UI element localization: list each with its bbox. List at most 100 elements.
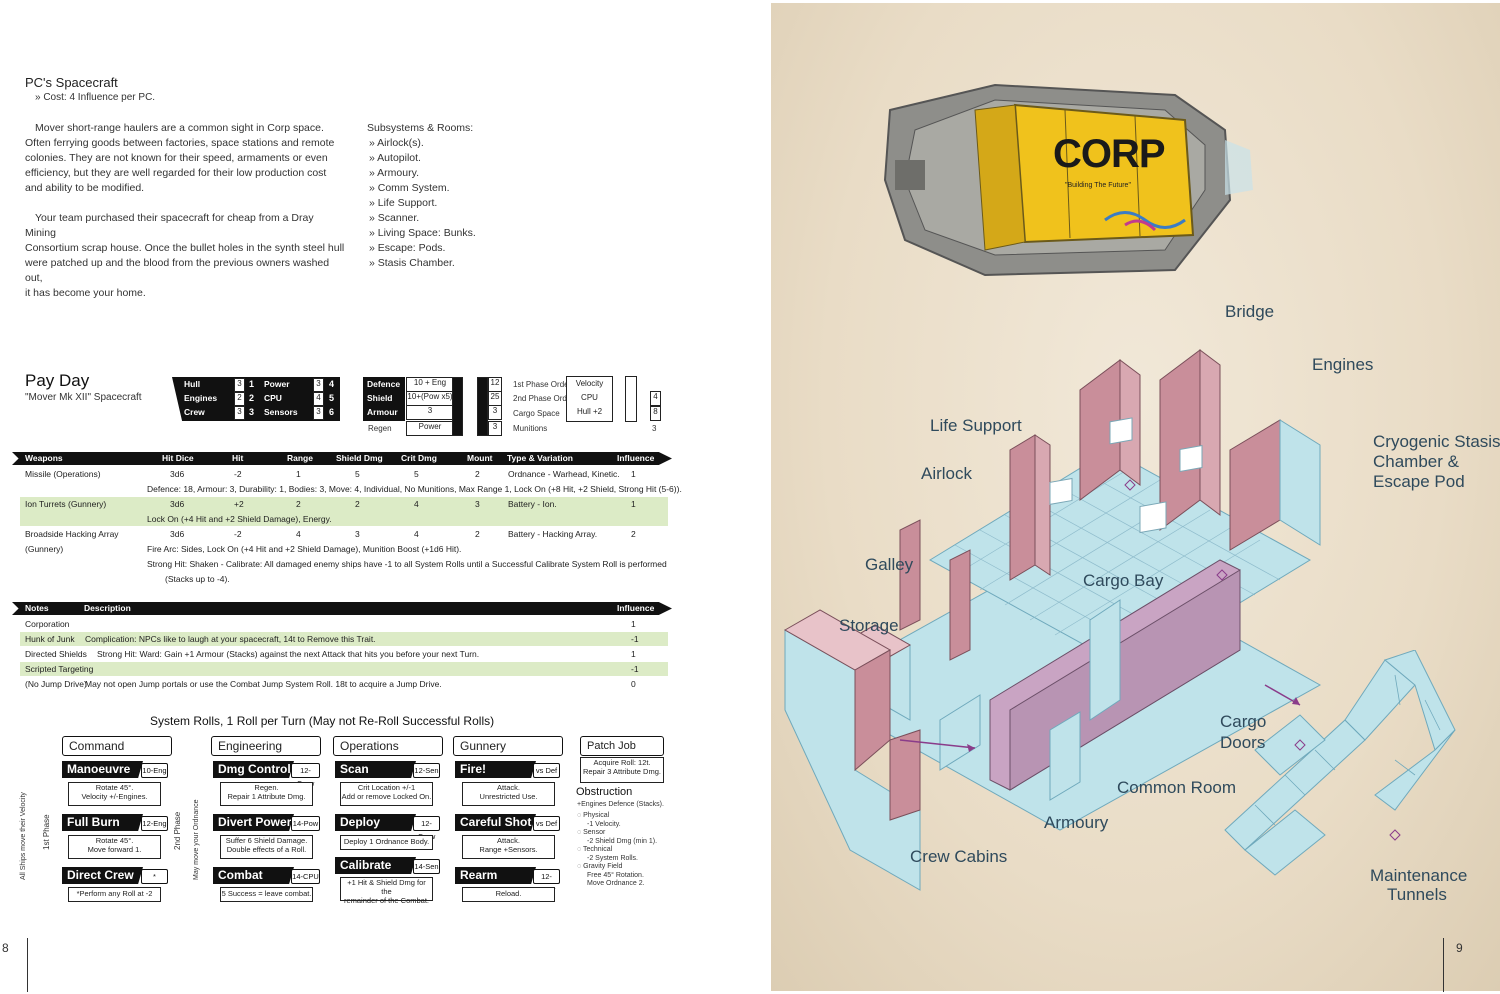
tab-engineering[interactable]: Engineering xyxy=(211,736,321,756)
fire-action[interactable]: Fire! xyxy=(455,761,536,778)
patch-job-description: Acquire Roll: 12t. Repair 3 Attribute Dm… xyxy=(580,757,664,783)
deploy-action[interactable]: Deploy xyxy=(335,814,416,831)
weapon-note: Defence: 18, Armour: 3, Durability: 1, B… xyxy=(147,484,682,494)
weapon-cell: 2 xyxy=(475,469,480,479)
para1-line: Mover short-range haulers are a common s… xyxy=(35,122,324,134)
tab-command[interactable]: Command xyxy=(62,736,172,756)
full-burn-action[interactable]: Full Burn xyxy=(62,814,143,831)
action-description: +1 Hit & Shield Dmg for the remainder of… xyxy=(340,877,433,905)
para1-line: Often ferrying goods between factories, … xyxy=(25,137,335,149)
spacecraft-illustration xyxy=(883,83,1253,277)
divert-power-action[interactable]: Divert Power xyxy=(213,814,294,831)
desc-line: remainder of the Combat. xyxy=(343,896,430,905)
col-header: Notes xyxy=(25,603,49,613)
desc-line: Regen. xyxy=(254,783,279,792)
direct-crew-action[interactable]: Direct Crew xyxy=(62,867,143,884)
order-formula: Hull +2 xyxy=(576,407,603,416)
weapon-cell: 3d6 xyxy=(170,529,185,539)
label-cargo: Cargo xyxy=(1220,712,1267,731)
rearm-action[interactable]: Rearm xyxy=(455,867,536,884)
patch-job-button[interactable]: Patch Job xyxy=(580,736,664,756)
obstruction-title: Obstruction xyxy=(576,786,633,798)
side-label: All Ships move their Velocity xyxy=(20,792,27,880)
desc-line: Range +Sensors. xyxy=(479,845,538,854)
desc-line: Move forward 1. xyxy=(87,845,142,854)
order-label: 2nd Phase Order xyxy=(513,394,574,403)
stat-label: Hull xyxy=(184,379,201,389)
stat-value: 3 xyxy=(313,406,324,420)
manoeuvre-action[interactable]: Manoeuvre xyxy=(62,761,143,778)
side-label: May move your Ordnance xyxy=(193,799,200,880)
col-header: Description xyxy=(84,603,131,613)
weapon-cell: Ion Turrets (Gunnery) xyxy=(25,499,107,509)
stat-label: Power xyxy=(264,379,290,389)
label-escape-pod: Escape Pod xyxy=(1373,472,1465,491)
col-header: Influence xyxy=(617,453,655,463)
weapon-cell: Battery - Hacking Array. xyxy=(508,529,598,539)
careful-shot-action[interactable]: Careful Shot xyxy=(455,814,536,831)
stat-index: 3 xyxy=(249,407,255,417)
side-label: 1st Phase xyxy=(42,814,51,850)
roll-target: 12-Crew xyxy=(291,763,320,788)
note-influence: 0 xyxy=(631,679,636,689)
action-description: Rotate 45°. Move forward 1. xyxy=(68,835,161,859)
defence-formula: 10 + Eng xyxy=(406,377,454,392)
stat-label: Sensors xyxy=(264,407,298,417)
cost-line: » Cost: 4 Influence per PC. xyxy=(35,92,156,103)
dmg-control-action[interactable]: Dmg Control xyxy=(213,761,294,778)
note-desc: Strong Hit: Ward: Gain +1 Armour (Stacks… xyxy=(97,649,480,659)
label-bridge: Bridge xyxy=(1225,302,1275,321)
subsystem-item: » Stasis Chamber. xyxy=(369,257,455,269)
scan-action[interactable]: Scan xyxy=(335,761,416,778)
pin-icon: ◌ xyxy=(577,829,584,836)
defence-formula: 10+(Pow x5) xyxy=(406,391,454,406)
weapon-cell: +2 xyxy=(234,499,244,509)
weapon-cell: -2 xyxy=(234,529,242,539)
para2-line: Consortium scrap house. Once the bullet … xyxy=(25,242,345,254)
subsystems-title: Subsystems & Rooms: xyxy=(367,122,474,134)
stat-value: 3 xyxy=(313,378,324,392)
subsystem-item: » Scanner. xyxy=(369,212,420,224)
tab-gunnery[interactable]: Gunnery xyxy=(453,736,563,756)
subsystem-item: » Escape: Pods. xyxy=(369,242,446,254)
col-header: Crit Dmg xyxy=(401,453,437,463)
obstruction-item: Gravity Field xyxy=(583,863,623,870)
obstruction-effect: Move Ordnance 2. xyxy=(587,880,645,887)
weapon-cell: 2 xyxy=(296,499,301,509)
stat-label: Crew xyxy=(184,407,205,417)
roll-target: 14-CPU xyxy=(291,869,320,884)
subsystem-item: » Comm System. xyxy=(369,182,450,194)
para1-line: colonies. They are not known for their s… xyxy=(25,152,328,164)
stat-index: 6 xyxy=(329,407,335,417)
order-label: Munitions xyxy=(513,424,548,433)
stat-index: 5 xyxy=(329,393,335,403)
note-influence: 1 xyxy=(631,649,636,659)
weapon-cell: 1 xyxy=(296,469,301,479)
defence-formula: Power xyxy=(406,421,454,436)
action-description: Reload. xyxy=(462,887,555,902)
action-description: *Perform any Roll at -2 xyxy=(68,887,161,902)
desc-line: Rotate 45°. xyxy=(95,836,134,845)
tab-operations[interactable]: Operations xyxy=(333,736,443,756)
roll-target: vs Def xyxy=(533,816,560,831)
obstruction-effect: Free 45° Rotation. xyxy=(587,871,644,879)
defence-label: Defence xyxy=(367,379,401,389)
calibrate-action[interactable]: Calibrate xyxy=(335,857,416,874)
para2-line: were patched up and the blood from the p… xyxy=(25,257,330,284)
stat-index: 1 xyxy=(249,379,255,389)
action-description: Suffer 6 Shield Damage. Double effects o… xyxy=(220,835,313,859)
stat-block-attributes: Hull Engines Crew Power CPU Sensors xyxy=(172,377,340,421)
combat-jump-action[interactable]: Combat Jump xyxy=(213,867,294,884)
stat-index: 2 xyxy=(249,393,255,403)
subsystems-list: Subsystems & Rooms: » Airlock(s). » Auto… xyxy=(367,121,567,271)
label-cargo-bay: Cargo Bay xyxy=(1083,571,1164,590)
weapons-header: Weapons Hit Dice Hit Range Shield Dmg Cr… xyxy=(12,452,672,465)
subsystem-item: » Living Space: Bunks. xyxy=(369,227,476,239)
col-header: Type & Variation xyxy=(507,453,573,463)
label-maintenance: Maintenance xyxy=(1370,866,1468,885)
weapon-note: Lock On (+4 Hit and +2 Shield Damage), E… xyxy=(147,514,332,524)
desc-line: Unrestricted Use. xyxy=(479,792,538,801)
label-armoury: Armoury xyxy=(1044,813,1109,832)
note-name: Scripted Targeting xyxy=(25,664,94,674)
desc-line: Add or remove Locked On. xyxy=(341,792,432,801)
